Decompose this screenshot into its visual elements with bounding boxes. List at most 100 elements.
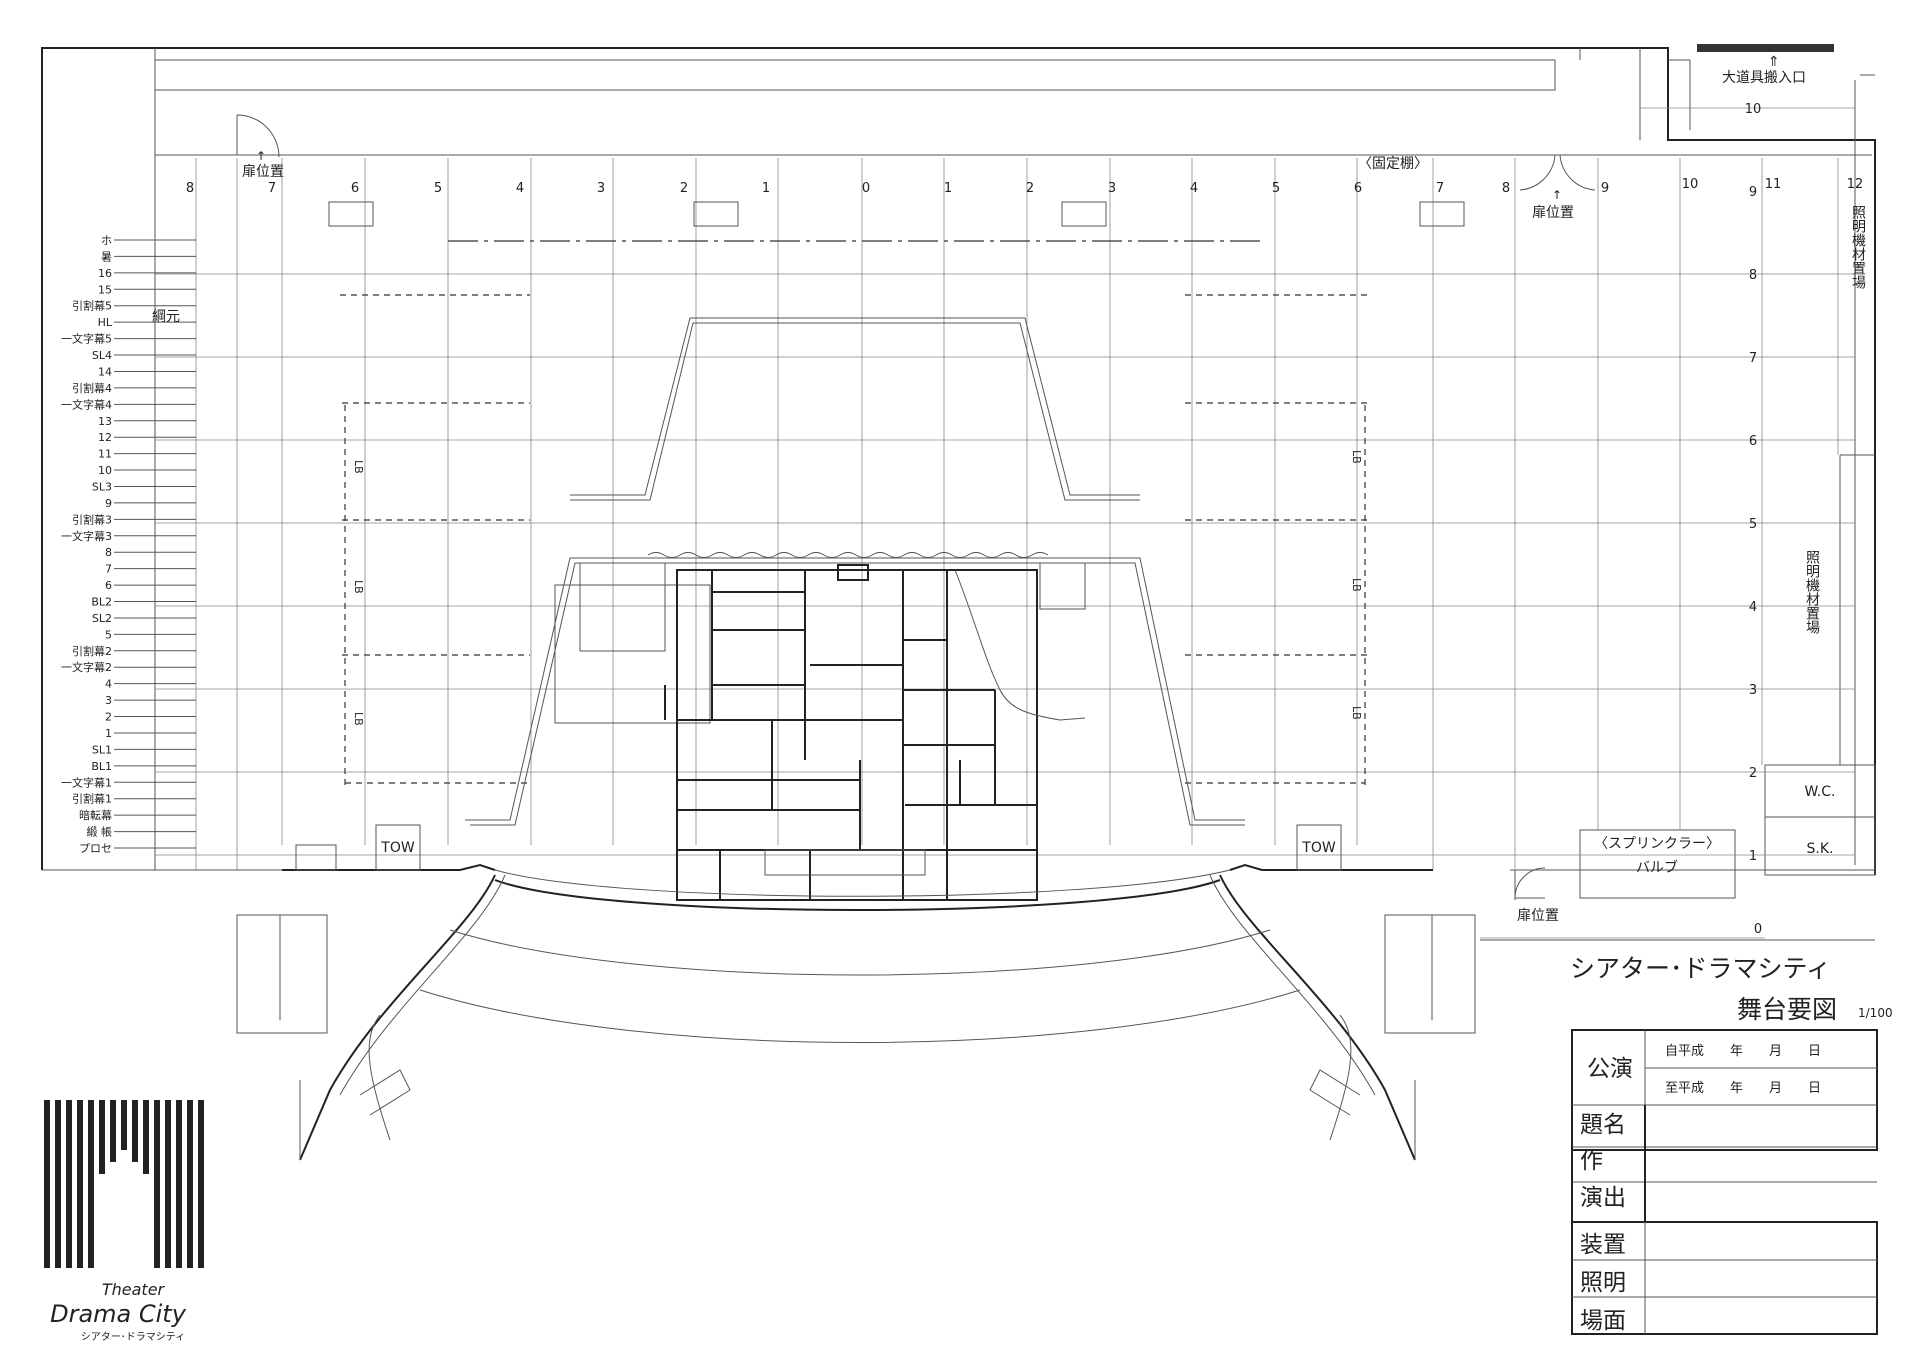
y-label: 5: [1749, 517, 1757, 532]
x-label: 6: [351, 181, 359, 196]
y-label: 4: [1749, 600, 1757, 615]
logo-line3: シアター･ドラマシティ: [81, 1331, 185, 1343]
batten-label: 13: [98, 415, 112, 428]
x-label: 5: [434, 181, 442, 196]
x-axis-labels: 8 7 6 5 4 3 2 1 0 1 2 3 4 5 6 7 8 9 10 1…: [186, 177, 1863, 196]
batten-label: プロセ: [79, 842, 112, 855]
big-prop-entrance-label: 大道具搬入口: [1722, 70, 1806, 86]
door-position-label: 扉位置: [242, 164, 284, 180]
x-label: 9: [1601, 181, 1609, 196]
x-label: 11: [1765, 177, 1782, 192]
batten-label: 16: [98, 267, 112, 280]
batten-label: 5: [105, 628, 112, 641]
lighting-row-label: 照明: [1580, 1270, 1626, 1296]
right-annotations: 照明機材置場 照明機材置場 W.C. S.K. 〈スプリンクラー〉 バルブ 扉位…: [1514, 205, 1866, 924]
y-label: 8: [1749, 268, 1757, 283]
batten-label: 引割幕2: [72, 644, 112, 658]
batten-label: 7: [105, 563, 112, 576]
x-label: 12: [1847, 177, 1864, 192]
sk-label: S.K.: [1807, 841, 1834, 857]
batten-label: 4: [105, 678, 112, 691]
stage-fixtures: [328, 201, 1465, 785]
arrow-up-icon: ⇑: [1768, 54, 1780, 70]
building-outline: [41, 44, 1876, 941]
x-label: 6: [1354, 181, 1362, 196]
batten-label: 一文字幕5: [61, 332, 112, 346]
x-label: 4: [516, 181, 524, 196]
batten-label: SL1: [92, 743, 112, 756]
tow-label: TOW: [380, 840, 415, 856]
x-label: 2: [680, 181, 688, 196]
batten-label: 10: [98, 464, 112, 477]
title-row-label: 題名: [1580, 1112, 1626, 1138]
logo-line2: Drama City: [50, 1300, 187, 1328]
batten-label: 一文字幕1: [61, 775, 112, 789]
batten-label: HL: [98, 316, 113, 329]
x-label: 10: [1682, 177, 1699, 192]
lb-label: LB: [1350, 578, 1363, 592]
batten-label: BL2: [91, 596, 112, 609]
y-label: 6: [1749, 434, 1757, 449]
theater-name: シアター･ドラマシティ: [1570, 954, 1831, 983]
batten-label: 一文字幕3: [61, 529, 112, 543]
batten-label: 3: [105, 694, 112, 707]
batten-label: BL1: [91, 760, 112, 773]
title-block: シアター･ドラマシティ 舞台要図 1/100 公演 自平成 年 月 日 至平成 …: [1570, 954, 1893, 1335]
batten-label: SL3: [92, 480, 112, 493]
y-label: 7: [1749, 351, 1757, 366]
batten-label: 6: [105, 579, 112, 592]
door-position-label: 扉位置: [1532, 205, 1574, 221]
lb-label: LB: [1350, 706, 1363, 720]
x-label: 3: [597, 181, 605, 196]
sprinkler-label: 〈スプリンクラー〉: [1594, 836, 1720, 852]
y-label: 2: [1749, 766, 1757, 781]
y-label: 1: [1749, 849, 1757, 864]
x-label: 7: [268, 181, 276, 196]
x-label: 1: [944, 181, 952, 196]
lb-label: LB: [352, 712, 365, 726]
lighting-storage-label: 照明機材置場: [1850, 205, 1866, 289]
x-label: 1: [762, 181, 770, 196]
x-label: 8: [1502, 181, 1510, 196]
batten-label: SL4: [92, 349, 112, 362]
rigging-label: 綱元: [152, 309, 180, 325]
proscenium: TOW TOW: [282, 824, 1433, 911]
x-label: 2: [1026, 181, 1034, 196]
y-axis-labels: 10 9 8 7 6 5 4 3 2 1 0: [1745, 102, 1762, 937]
set-stone-platform: [465, 557, 1245, 901]
batten-label: 一文字幕2: [61, 660, 112, 674]
logo-line1: Theater: [102, 1280, 166, 1299]
tow-label: TOW: [1301, 840, 1336, 856]
from-date: 自平成 年 月 日: [1665, 1044, 1821, 1059]
y-label: 10: [1745, 102, 1762, 117]
lb-label: LB: [352, 460, 365, 474]
performance-label: 公演: [1587, 1056, 1633, 1082]
batten-label: 12: [98, 431, 112, 444]
curtain-stripes: [44, 1100, 204, 1268]
lb-label: LB: [352, 580, 365, 594]
y-label: 0: [1754, 922, 1762, 937]
batten-label: 引割幕3: [72, 512, 112, 526]
top-annotations: 大道具搬入口 ⇑ 扉位置 ↑ 〈固定棚〉 扉位置 ↑: [236, 54, 1806, 221]
batten-label: 9: [105, 497, 112, 510]
batten-label: SL2: [92, 612, 112, 625]
x-label: 3: [1108, 181, 1116, 196]
scale-label: 1/100: [1858, 1006, 1893, 1020]
y-label: 9: [1749, 185, 1757, 200]
batten-label: 14: [98, 365, 112, 378]
batten-label: 一文字幕4: [61, 397, 112, 411]
auditorium-outline: [236, 874, 1476, 1161]
valve-label: バルブ: [1636, 859, 1678, 876]
batten-label: 引割幕4: [72, 381, 112, 395]
director-row-label: 演出: [1580, 1185, 1626, 1211]
y-label: 3: [1749, 683, 1757, 698]
drawing-title: 舞台要図: [1737, 995, 1837, 1024]
batten-label: 8: [105, 546, 112, 559]
x-label: 8: [186, 181, 194, 196]
stage-grid: [155, 107, 1855, 939]
arrow-up-icon: ↑: [256, 149, 266, 163]
x-label: 5: [1272, 181, 1280, 196]
batten-label: 緞 帳: [87, 825, 113, 839]
lighting-storage-label: 照明機材置場: [1804, 550, 1820, 634]
